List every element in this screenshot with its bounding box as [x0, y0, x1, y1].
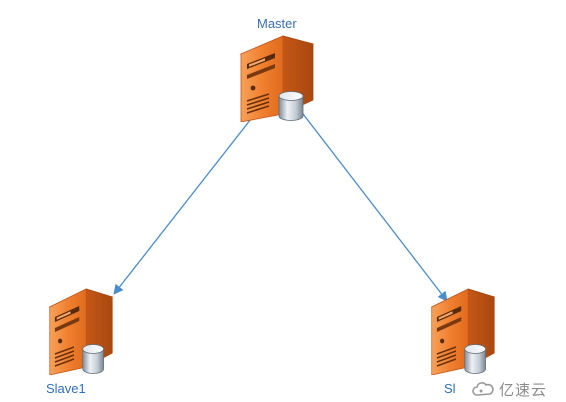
arrow-master-to-slave2	[299, 109, 448, 302]
slave2-server-icon	[430, 283, 496, 375]
arrow-master-to-slave1	[113, 109, 259, 295]
slave1-server-icon	[48, 283, 114, 375]
slave1-label: Slave1	[46, 381, 86, 396]
cloud-logo-icon	[472, 382, 494, 396]
master-label: Master	[257, 16, 297, 31]
slave2-label: Sl	[444, 381, 456, 396]
watermark-text: 亿速云	[499, 380, 548, 399]
master-server-icon	[239, 30, 315, 122]
watermark: 亿速云	[472, 377, 564, 401]
